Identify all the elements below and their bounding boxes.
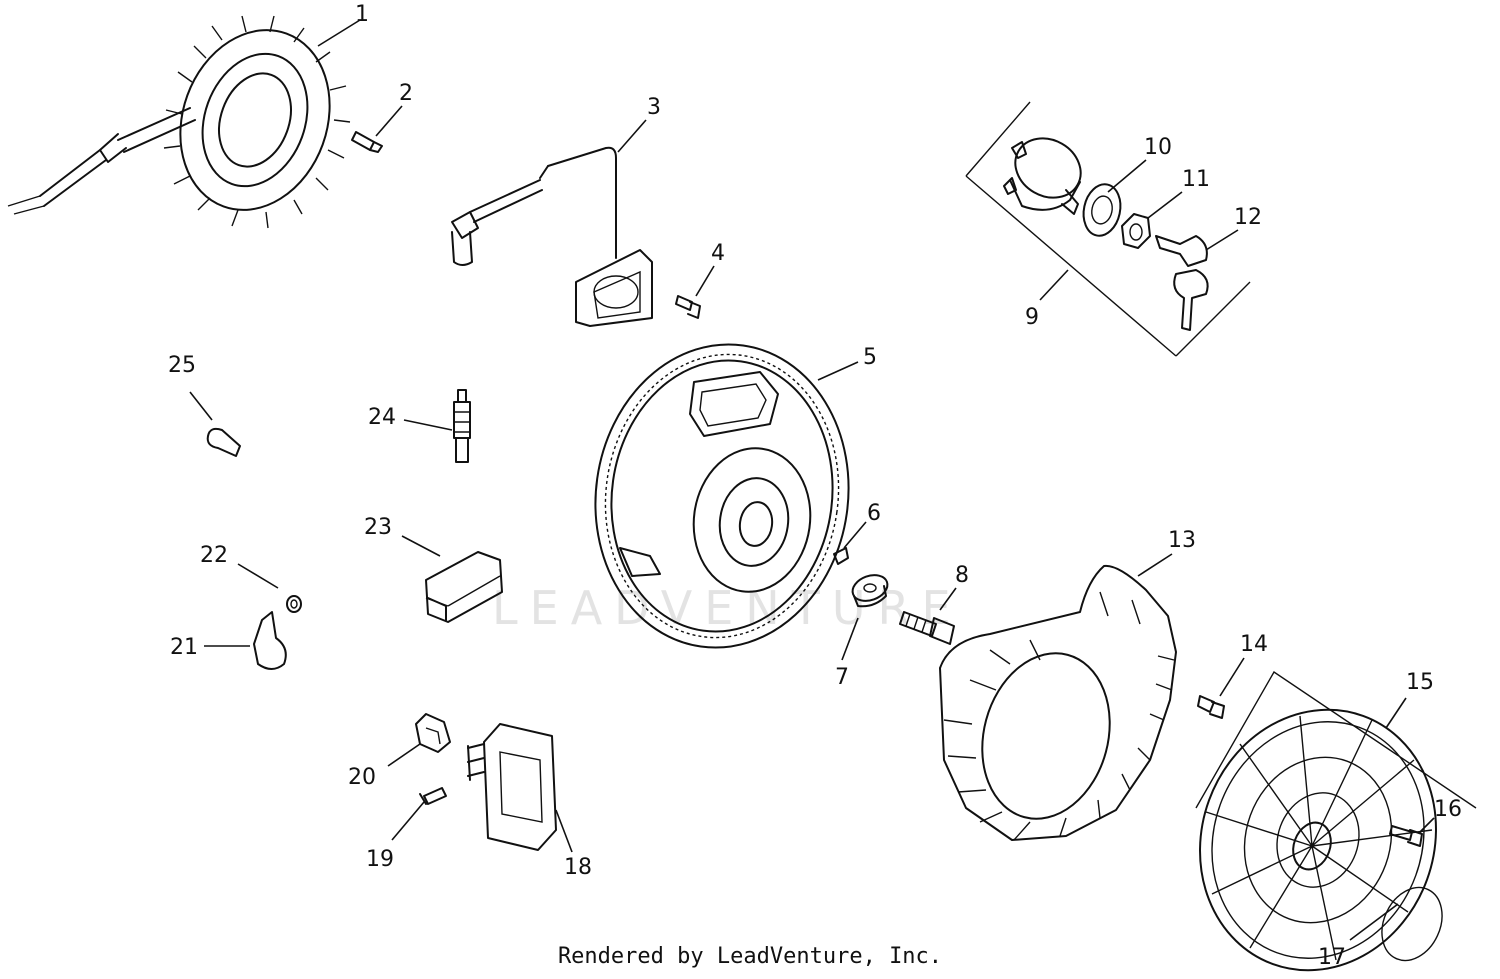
leader-line-15 [1385,697,1407,729]
leader-line-22 [237,563,279,589]
hex-nut-part[interactable] [1121,213,1151,249]
connector-part-20[interactable] [415,713,451,753]
ignition-coil-part[interactable] [451,146,653,327]
leader-line-17 [1349,903,1399,941]
callout-11: 11 [1182,167,1210,192]
callout-8: 8 [955,563,969,588]
spark-plug-part[interactable] [453,389,471,463]
callout-15: 15 [1406,670,1434,695]
screen-assembly-frame [1195,670,1477,809]
callout-3: 3 [647,95,661,120]
leader-line-3 [617,119,647,153]
callout-18: 18 [564,855,592,880]
leader-line-2 [375,105,403,137]
callout-16: 16 [1434,797,1462,822]
washer-part[interactable] [849,571,891,608]
leader-line-12 [1205,229,1239,251]
flywheel-bolt-part[interactable] [899,611,955,645]
callout-6: 6 [867,501,881,526]
leader-line-23 [401,535,441,557]
nut-part-22[interactable] [286,595,302,613]
callout-19: 19 [366,847,394,872]
leader-line-7 [841,617,859,661]
screw-part-16[interactable] [1389,825,1423,847]
callout-20: 20 [348,765,376,790]
callout-7: 7 [835,665,849,690]
leader-line-1 [317,19,361,47]
leader-line-16 [1419,817,1435,833]
bolt-part-4[interactable] [675,295,701,319]
leader-line-14 [1219,657,1245,697]
callout-10: 10 [1144,135,1172,160]
callout-21: 21 [170,635,198,660]
leader-line-6 [843,521,867,549]
leader-line-24 [403,419,453,431]
callout-14: 14 [1240,632,1268,657]
footer-credit: Rendered by LeadVenture, Inc. [557,944,943,969]
stator-part[interactable] [7,9,354,231]
callout-2: 2 [399,81,413,106]
callout-24: 24 [368,405,396,430]
screw-part-2[interactable] [351,131,383,153]
callout-25: 25 [168,353,196,378]
leader-line-10 [1107,159,1147,193]
leader-line-25 [189,391,213,421]
key-part[interactable] [1155,235,1209,331]
callout-5: 5 [863,345,877,370]
leader-line-4 [695,265,715,297]
clamp-part-21[interactable] [253,611,287,670]
fan-part[interactable] [939,564,1177,841]
connector-part-23[interactable] [425,551,503,623]
ignition-switch-part[interactable] [1003,127,1091,215]
clamp-part-25[interactable] [206,427,241,457]
callout-9: 9 [1025,305,1039,330]
leader-line-20 [387,743,421,767]
callout-13: 13 [1168,528,1196,553]
watermark-text: LEADVENTURE [492,581,963,635]
leader-line-18 [555,809,573,853]
grass-screen-part[interactable] [1164,676,1472,979]
screw-part-19[interactable] [419,787,447,805]
leader-line-11 [1147,191,1183,219]
callout-12: 12 [1234,205,1262,230]
leader-line-5 [817,361,859,381]
callout-1: 1 [355,2,369,27]
callout-4: 4 [711,241,725,266]
leader-line-13 [1137,553,1173,577]
callout-17: 17 [1318,945,1346,970]
callout-23: 23 [364,515,392,540]
leader-line-9 [1039,269,1069,301]
flywheel-part[interactable] [576,328,868,664]
bolt-part-14[interactable] [1197,695,1225,719]
callout-22: 22 [200,543,228,568]
leader-line-8 [939,587,957,611]
leader-line-19 [391,801,425,841]
key-switch-assembly-frame [965,101,1251,357]
woodruff-key-part[interactable] [833,547,849,565]
rectifier-regulator-part[interactable] [467,723,557,851]
lock-washer-part[interactable] [1079,181,1125,239]
